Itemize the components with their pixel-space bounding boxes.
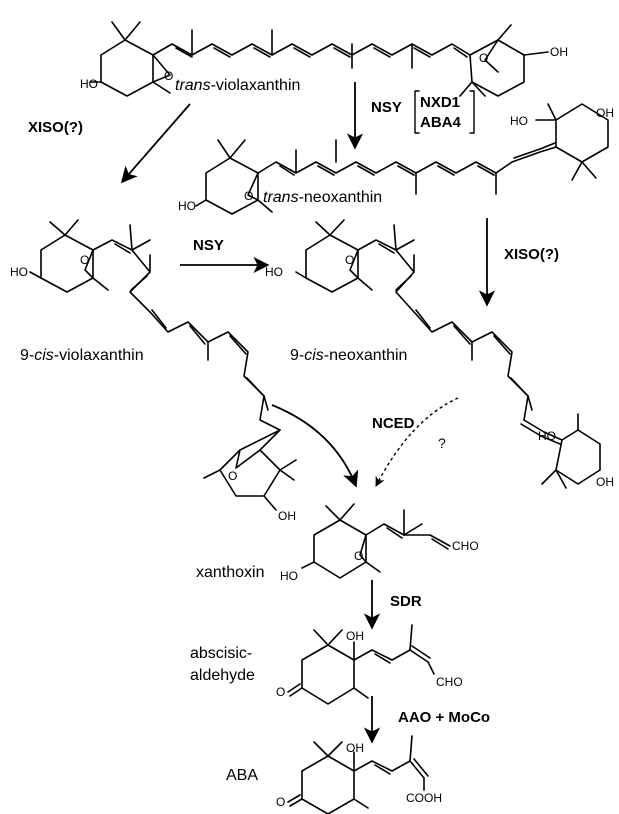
enzyme-aba4: ABA4 [420, 114, 461, 131]
enzyme-xiso-left: XISO(?) [28, 119, 83, 136]
atom-cho: CHO [452, 539, 479, 553]
atom-o: O [345, 253, 354, 267]
atom-o: O [354, 549, 363, 563]
atom-ho: HO [510, 114, 528, 128]
atom-cooh: COOH [406, 791, 442, 805]
atom-oh: OH [550, 45, 568, 59]
label-9-cis-violaxanthin: 9-cis-violaxanthin [20, 347, 144, 364]
atom-oh: OH [596, 475, 614, 489]
label-trans-violaxanthin: trans-violaxanthin [175, 77, 300, 94]
structure-trans-neoxanthin [195, 103, 609, 215]
label-abscisic-aldehyde-line1: abscisic- [190, 645, 252, 662]
label-abscisic-aldehyde-line2: aldehyde [190, 667, 255, 684]
atom-o: O [228, 469, 237, 483]
enzyme-nxd1: NXD1 [420, 94, 460, 111]
atom-o: O [80, 253, 89, 267]
label-aba: ABA [226, 767, 258, 784]
structure-abscisic-aldehyde [287, 624, 435, 705]
atom-oh: OH [346, 741, 364, 755]
atom-oh: OH [346, 629, 364, 643]
atom-ho: HO [10, 265, 28, 279]
atom-ho: HO [178, 199, 196, 213]
structure-trans-violaxanthin [89, 21, 549, 97]
atom-ho: HO [80, 77, 98, 91]
arrow-unknown [375, 397, 459, 487]
atom-o: O [276, 795, 285, 809]
structure-9-cis-violaxanthin [29, 219, 297, 511]
arrow-xiso-left [120, 103, 191, 184]
structure-9-cis-neoxanthin [295, 219, 601, 489]
label-unknown-step: ? [438, 435, 446, 451]
atom-ho: HO [265, 265, 283, 279]
enzyme-nsy-middle: NSY [193, 237, 224, 254]
label-trans-neoxanthin: trans-neoxanthin [263, 189, 382, 206]
enzyme-xiso-right: XISO(?) [504, 246, 559, 263]
label-9-cis-neoxanthin: 9-cis-neoxanthin [290, 347, 407, 364]
atom-o: O [244, 189, 253, 203]
structure-aba [287, 735, 429, 814]
atom-o: O [164, 69, 173, 83]
enzyme-aao-moco: AAO + MoCo [398, 709, 490, 726]
label-xanthoxin: xanthoxin [196, 564, 265, 581]
atom-ho: HO [538, 429, 556, 443]
arrow-nced [271, 404, 359, 488]
enzyme-sdr: SDR [390, 593, 422, 610]
atom-o: O [479, 51, 488, 65]
atom-o: O [276, 685, 285, 699]
atom-oh: OH [278, 509, 296, 523]
bracket-nxd1-aba4 [414, 90, 475, 134]
enzyme-nced: NCED [372, 415, 415, 432]
atom-cho: CHO [436, 675, 463, 689]
atom-ho: HO [280, 569, 298, 583]
atom-oh: OH [596, 106, 614, 120]
structure-xanthoxin [301, 503, 451, 579]
enzyme-nsy-top: NSY [371, 99, 402, 116]
